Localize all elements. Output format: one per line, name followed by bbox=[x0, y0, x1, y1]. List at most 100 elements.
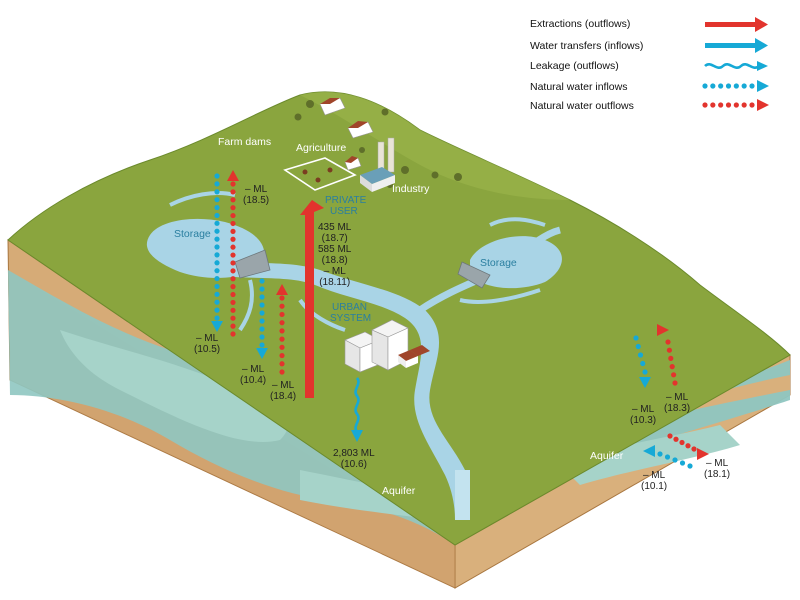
legend-outflow-dots-dot bbox=[733, 102, 739, 108]
legend-leakage: Leakage (outflows) bbox=[530, 60, 619, 72]
storage-inflow-dots-dot bbox=[259, 342, 265, 348]
dam-outflow-dots-dot bbox=[230, 244, 236, 250]
flow-aquifer-inflow-value: – ML(10.1) bbox=[641, 470, 668, 492]
storage-outflow-dots-head bbox=[276, 284, 288, 295]
dam-outflow-dots-dot bbox=[230, 181, 236, 187]
storage-outflow-dots-dot bbox=[279, 352, 285, 359]
storage-outflow-dots-dot bbox=[279, 320, 285, 326]
storage-outflow-dots-dot bbox=[279, 295, 285, 301]
storage-inflow-dots bbox=[256, 278, 268, 359]
dam-outflow-dots-dot bbox=[230, 212, 236, 219]
edge-inflow-dots bbox=[633, 335, 651, 388]
legend-outflow-dots-dot bbox=[741, 102, 747, 108]
urban-leakage-wave bbox=[354, 377, 360, 433]
flow-dam-outflow-value: – ML(18.5) bbox=[243, 184, 270, 206]
label-storage-right: Storage bbox=[480, 257, 517, 269]
storage-outflow-dots-dot bbox=[279, 328, 285, 334]
farm-inflow-dots-dot bbox=[214, 260, 220, 266]
legend-outflow-dots-dot bbox=[725, 102, 732, 108]
farm-inflow-dots-dot bbox=[214, 299, 220, 305]
trees bbox=[294, 100, 462, 188]
farm-buildings bbox=[319, 97, 374, 171]
legend-inflow-dots-dot bbox=[733, 83, 739, 89]
edge-outflow-dots-head bbox=[657, 324, 669, 336]
farm-inflow-dots-dot bbox=[214, 197, 220, 203]
legend-outflow-dots bbox=[702, 99, 769, 111]
edge-outflow-dots-dot bbox=[666, 347, 673, 353]
farm-inflow-dots-dot bbox=[214, 283, 220, 290]
edge-outflow-dots bbox=[657, 324, 678, 386]
aquifer-inflow-dots-dot bbox=[679, 460, 686, 466]
farm-inflow-dots-dot bbox=[214, 181, 220, 187]
aquifer-inflow-dots-dot bbox=[672, 457, 678, 463]
industry-buildings bbox=[360, 137, 395, 192]
farm-inflow-dots-dot bbox=[214, 212, 220, 219]
storage-inflow-dots-dot bbox=[259, 334, 265, 340]
aquifer-outflow-dots-dot bbox=[679, 439, 685, 446]
dam-outflow-dots-dot bbox=[230, 228, 236, 234]
legend-inflow-dots-dot bbox=[718, 83, 724, 89]
storage-outflow-dots bbox=[276, 284, 288, 375]
storage-inflow-dots-dot bbox=[259, 294, 265, 300]
aquifer-outflow-dots-dot bbox=[673, 436, 679, 442]
label-farm-dams: Farm dams bbox=[218, 136, 272, 148]
farm-inflow-dots-dot bbox=[214, 291, 220, 297]
dam-outflow-dots-dot bbox=[230, 307, 236, 313]
aquifer-outflow-dots bbox=[667, 433, 709, 460]
storage-inflow-dots-dot bbox=[259, 302, 265, 308]
storage-inflow-dots-dot bbox=[259, 278, 265, 284]
legend-inflow-dots-dot bbox=[725, 83, 732, 89]
farm-inflow-dots-dot bbox=[214, 228, 220, 234]
label-private-user-line1: PRIVATE bbox=[325, 195, 367, 206]
farm-inflow-dots-dot bbox=[214, 204, 220, 211]
legend-inflow-dots-dot bbox=[741, 83, 747, 89]
storage-outflow-dots-dot bbox=[279, 311, 285, 318]
river bbox=[210, 260, 470, 520]
aquifer-inflow-dots bbox=[643, 445, 693, 469]
aquifer-outflow-dots-dot bbox=[667, 433, 673, 439]
storage-inflow-dots-dot bbox=[259, 286, 265, 292]
dam-outflow-dots-dot bbox=[230, 315, 236, 321]
storage-outflow-dots-dot bbox=[279, 303, 285, 309]
aquifer-inflow-dots-dot bbox=[657, 451, 663, 457]
dam-outflow-dots-dot bbox=[230, 284, 236, 290]
edge-inflow-dots-dot bbox=[635, 343, 641, 350]
aquifer-inflow-dots-dot bbox=[664, 454, 671, 460]
label-private-user-line2: USER bbox=[330, 206, 358, 217]
flow-edge-outflow-value: – ML(18.3) bbox=[664, 392, 691, 414]
label-aquifer-left: Aquifer bbox=[382, 485, 416, 497]
edge-inflow-dots-dot bbox=[637, 352, 644, 358]
dam-outflow-dots-dot bbox=[230, 268, 236, 274]
aquifer-outflow-dots-dot bbox=[685, 443, 691, 449]
dam-outflow-dots-dot bbox=[230, 252, 236, 258]
storage-lake-right bbox=[470, 236, 562, 289]
legend-natural-inflows: Natural water inflows bbox=[530, 81, 628, 93]
dam-outflow-dots-dot bbox=[230, 276, 236, 282]
edge-outflow-dots-dot bbox=[668, 355, 674, 361]
flow-storage-inflow-value: – ML(10.4) bbox=[240, 364, 267, 386]
agriculture-paddock bbox=[283, 157, 357, 191]
farm-inflow-dots-dot bbox=[214, 173, 220, 179]
farm-inflow-dots-dot bbox=[214, 275, 220, 282]
label-industry: Industry bbox=[392, 183, 430, 195]
dam-outflow-dots-dot bbox=[230, 323, 236, 329]
label-aquifer-right: Aquifer bbox=[590, 450, 624, 462]
urban-buildings bbox=[344, 319, 430, 373]
farm-inflow-dots bbox=[211, 173, 223, 332]
aquifer-inflow-dots-head bbox=[643, 445, 655, 457]
edge-outflow-dots-dot bbox=[665, 339, 671, 345]
legend-outflow-dots-dot bbox=[749, 102, 755, 108]
legend-inflow-dots bbox=[702, 80, 769, 92]
dam-outflow-dots-dot bbox=[230, 205, 236, 211]
legend-outflow-dots-dot bbox=[702, 102, 708, 108]
storage-outflow-dots-dot bbox=[279, 361, 285, 367]
dam-outflow-dots-dot bbox=[230, 331, 236, 337]
dam-outflow-dots-dot bbox=[230, 291, 236, 298]
legend-outflow-dots-dot bbox=[710, 102, 716, 108]
edge-inflow-dots-dot bbox=[633, 335, 639, 341]
label-urban-system-line1: URBAN bbox=[332, 302, 368, 313]
dam-outflow-dots-head bbox=[227, 170, 239, 181]
legend-inflow-dots-dot bbox=[749, 83, 755, 89]
extraction-arrow bbox=[300, 200, 324, 398]
